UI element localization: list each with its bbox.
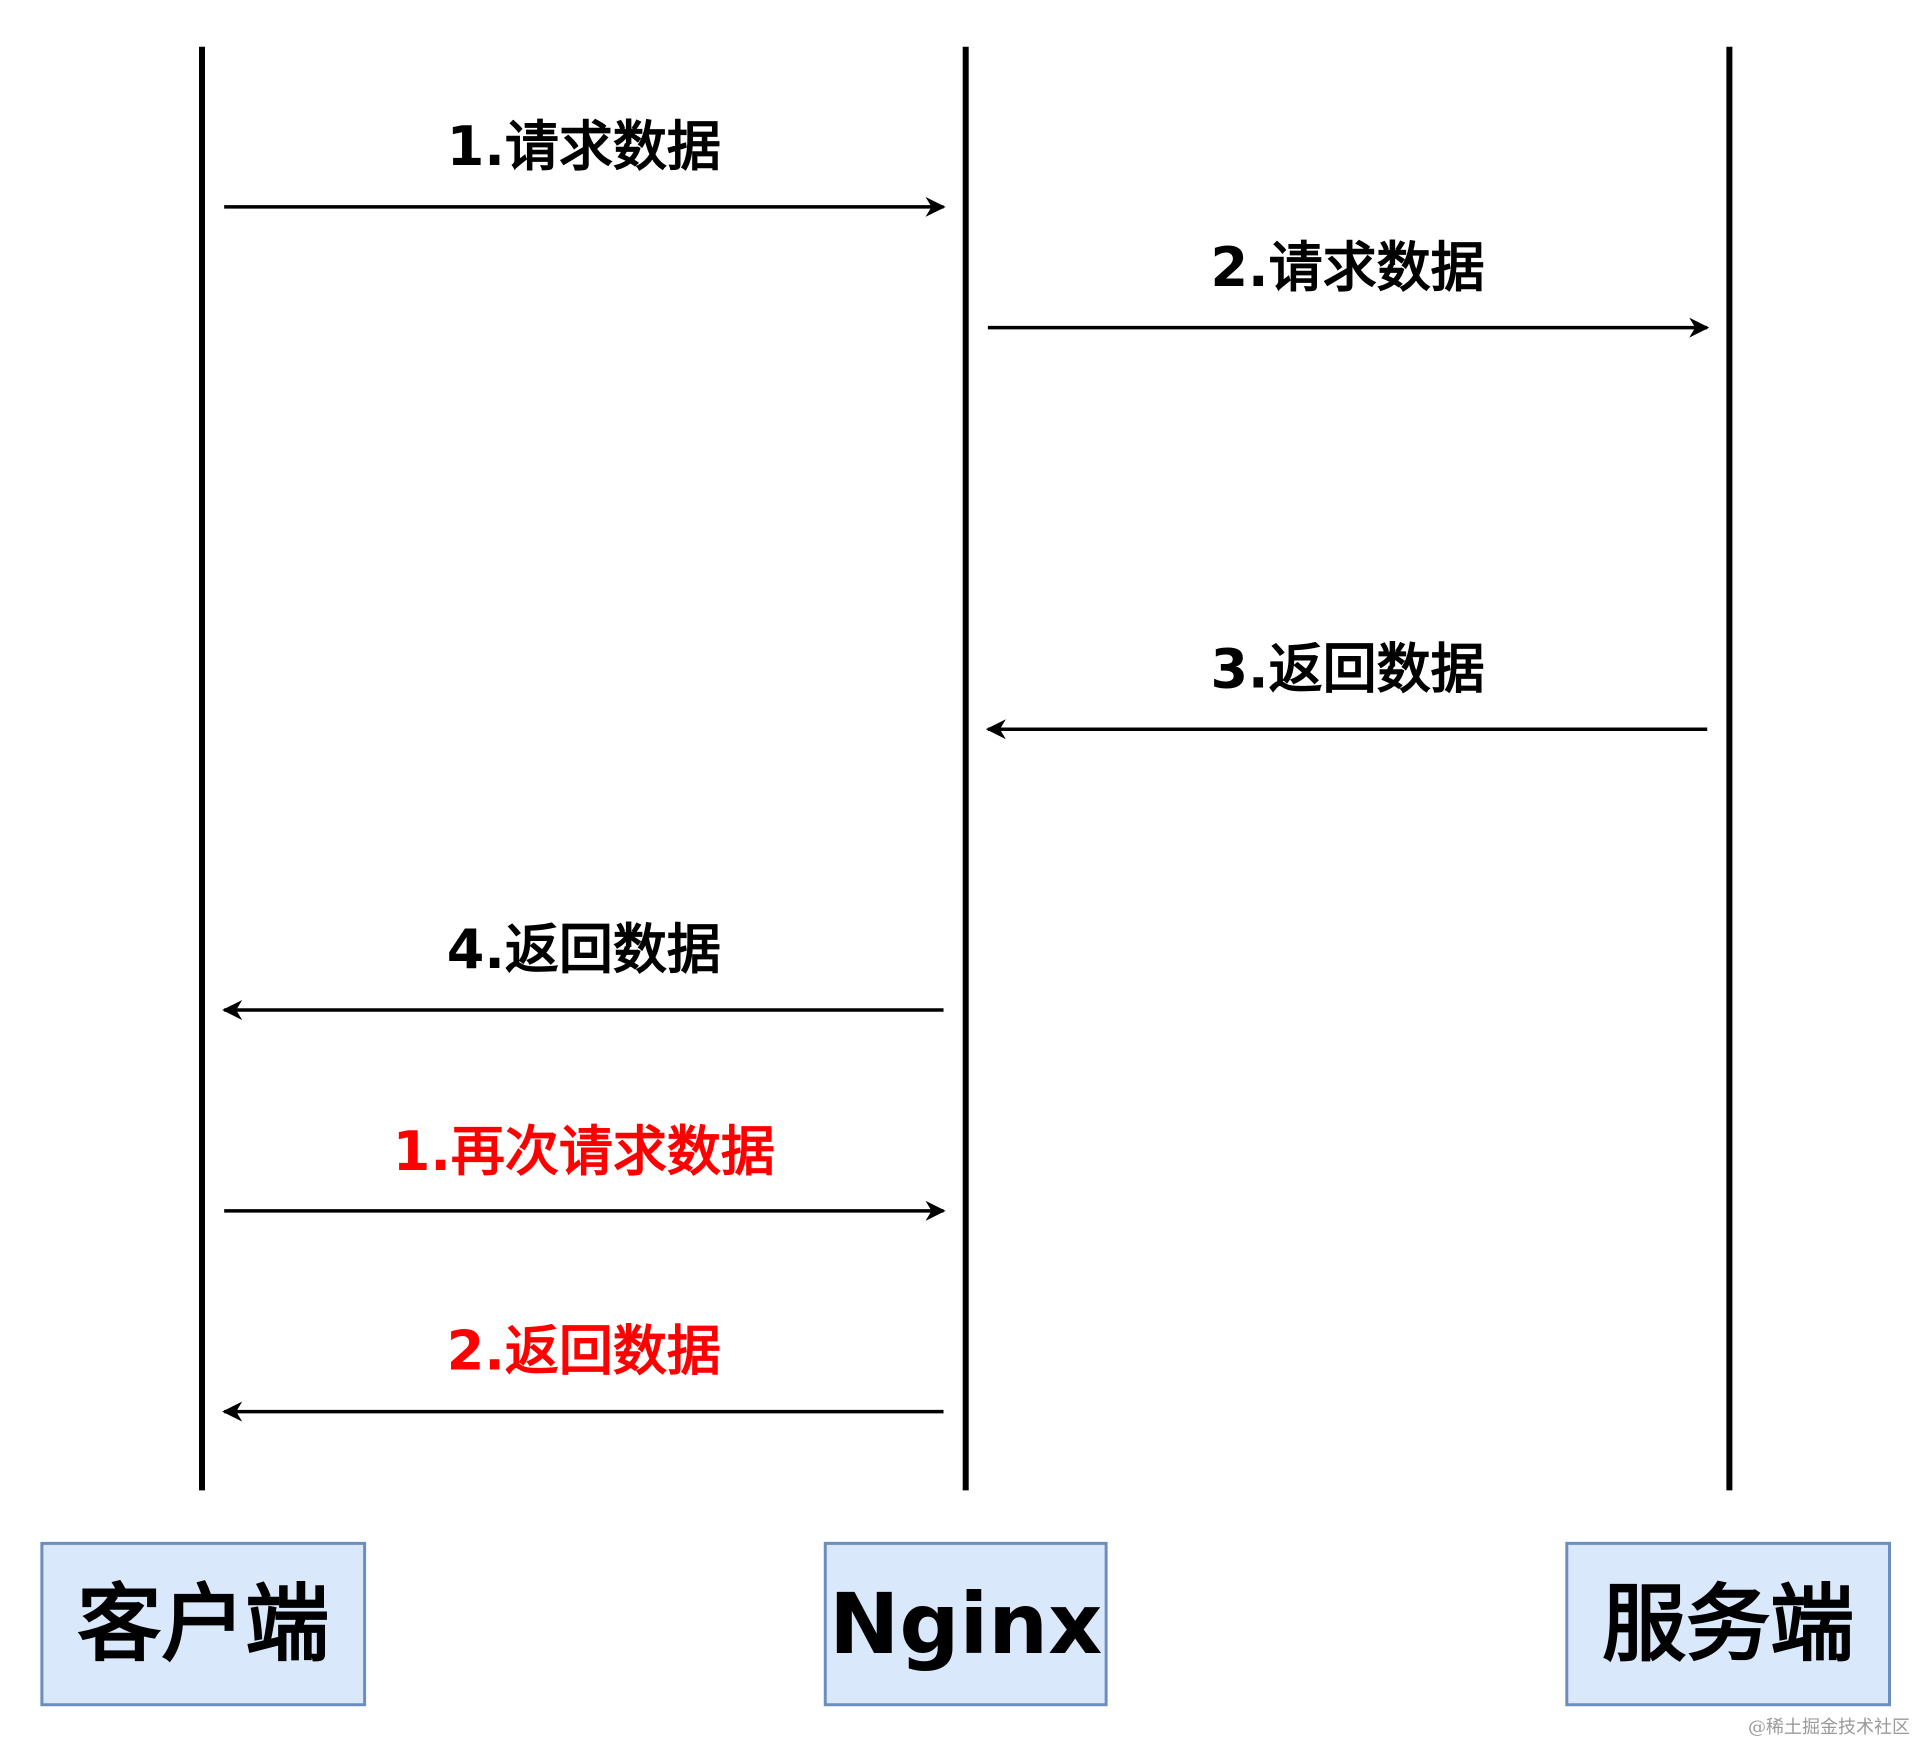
- watermark: @稀土掘金技术社区: [1748, 1717, 1910, 1738]
- participant-label: 客户端: [77, 1575, 329, 1673]
- message-label: 2.请求数据: [1210, 236, 1484, 299]
- participant-label: Nginx: [829, 1575, 1102, 1673]
- message-label: 1.再次请求数据: [393, 1120, 775, 1183]
- participant-server: 服务端: [1565, 1541, 1892, 1707]
- message-label: 2.返回数据: [447, 1320, 721, 1383]
- participant-box: [40, 1541, 367, 1707]
- message-label: 4.返回数据: [447, 918, 721, 981]
- message-label: 3.返回数据: [1210, 637, 1484, 700]
- participant-box: [1565, 1541, 1892, 1707]
- participant-box: [823, 1541, 1108, 1707]
- participant-nginx: Nginx: [823, 1541, 1108, 1707]
- message-1: 1.请求数据: [224, 115, 946, 217]
- participant-client: 客户端: [40, 1541, 367, 1707]
- participant-label: 服务端: [1602, 1575, 1854, 1673]
- message-3: 3.返回数据: [985, 637, 1708, 740]
- message-2: 2.请求数据: [987, 236, 1710, 338]
- message-5: 1.再次请求数据: [224, 1120, 946, 1221]
- message-6: 2.返回数据: [222, 1320, 944, 1422]
- message-label: 1.请求数据: [447, 115, 721, 178]
- message-4: 4.返回数据: [222, 918, 944, 1021]
